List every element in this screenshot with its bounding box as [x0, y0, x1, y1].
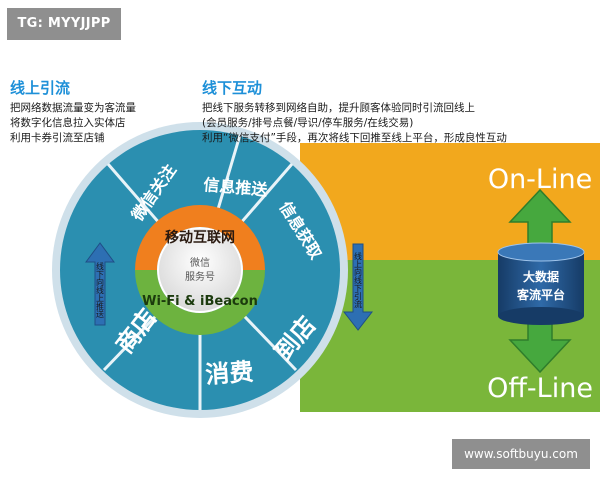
offline-line-1: 把线下服务转移到网络自助，提升顾客体验同时引流回线上 — [202, 102, 475, 114]
off-line-label: Off-Line — [487, 373, 593, 404]
cylinder-label-line1: 大数据 — [523, 269, 559, 284]
left-arrow-label: 线下向线上推送 — [96, 261, 105, 319]
offline-line-3: 利用“微信支付”手段，再次将线下回推至线上平台，形成良性互动 — [202, 132, 507, 144]
mobile-ring — [135, 205, 265, 270]
right-guide-arrow-icon — [342, 243, 374, 331]
segment-consume: 消费 — [204, 358, 254, 389]
on-line-label: On-Line — [488, 164, 592, 195]
right-arrow-label: 线上向线下引流 — [354, 251, 363, 309]
online-title: 线上引流 — [10, 79, 71, 97]
tag-badge: TG: MYYJJPP — [7, 8, 121, 40]
offline-line-2: (会员服务/排号点餐/导识/停车服务/在线交易) — [202, 117, 414, 129]
wifi-ring-label: Wi-Fi & iBeacon — [142, 294, 258, 309]
watermark-badge: www.softbuyu.com — [452, 439, 590, 469]
left-push-arrow-icon — [85, 242, 115, 326]
cylinder-label-line2: 客流平台 — [516, 287, 565, 302]
online-line-3: 利用卡券引流至店铺 — [10, 132, 105, 144]
big-data-cylinder — [497, 242, 585, 325]
center-disk — [157, 227, 243, 313]
online-line-1: 把网络数据流量变为客流量 — [10, 102, 136, 114]
center-label-line2: 服务号 — [185, 270, 215, 283]
online-line-2: 将数字化信息拉入实体店 — [10, 117, 126, 129]
offline-title: 线下互动 — [202, 79, 263, 97]
center-label-line1: 微信 — [190, 256, 210, 269]
mobile-ring-label: 移动互联网 — [165, 229, 235, 246]
wifi-ring — [135, 270, 265, 335]
